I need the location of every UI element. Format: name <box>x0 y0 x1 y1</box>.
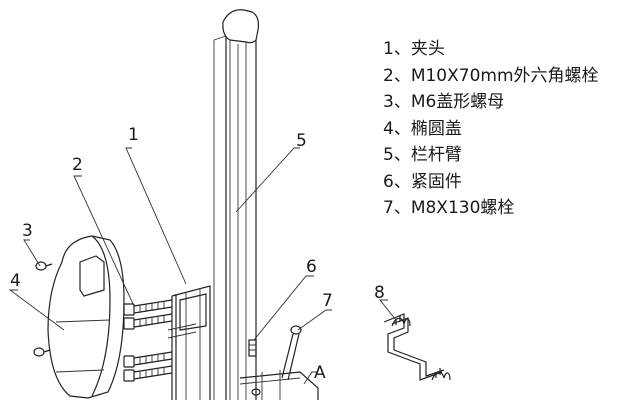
spring-bracket <box>383 313 451 381</box>
oval-cover <box>47 235 125 399</box>
callout-2: 2 <box>72 155 83 175</box>
callout-7: 7 <box>322 291 333 311</box>
legend-item-3: 3、M6盖形螺母 <box>383 92 505 112</box>
hex-bolt <box>123 313 173 330</box>
barrier-arm <box>213 9 259 400</box>
callout-3: 3 <box>22 221 33 241</box>
hex-bolts <box>123 299 173 382</box>
callout-6: 6 <box>306 257 317 277</box>
callout-1: 1 <box>128 125 139 145</box>
callout-5: 5 <box>296 131 307 151</box>
legend-item-2: 2、M10X70mm外六角螺栓 <box>383 65 599 86</box>
legend-item-4: 4、椭圆盖 <box>383 118 462 139</box>
callout-a: A <box>314 363 326 383</box>
m8-bolt <box>281 325 302 381</box>
hex-bolt <box>123 365 173 382</box>
parts-legend: 1、夹头 2、M10X70mm外六角螺栓 3、M6盖形螺母 4、椭圆盖 5、栏杆… <box>383 36 599 222</box>
legend-item-6: 6、紧固件 <box>383 171 462 192</box>
hex-bolt <box>123 299 173 316</box>
fastener <box>248 339 257 357</box>
hex-bolt <box>123 351 173 368</box>
leader-lines <box>8 147 397 385</box>
legend-item-1: 1、夹头 <box>383 39 445 59</box>
legend-item-5: 5、栏杆臂 <box>383 145 462 165</box>
callout-8: 8 <box>374 283 385 303</box>
clamp-head <box>167 285 211 400</box>
legend-item-7: 7、M8X130螺栓 <box>383 198 515 218</box>
callout-4: 4 <box>10 271 21 291</box>
base-plate <box>239 370 319 400</box>
